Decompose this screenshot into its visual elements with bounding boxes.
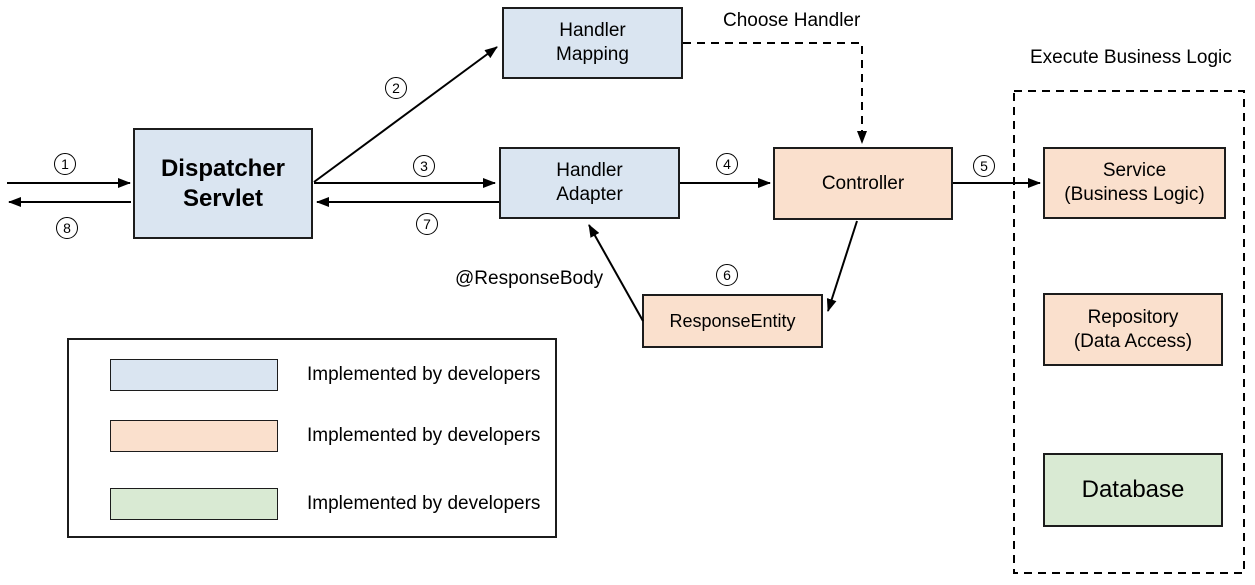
step-badge-2: 2 — [385, 77, 407, 99]
legend-swatch-orange — [110, 420, 278, 452]
response-body-label: @ResponseBody — [455, 268, 604, 289]
legend-label-orange: Implemented by developers — [307, 425, 541, 446]
legend-label-blue: Implemented by developers — [307, 364, 541, 385]
step-badge-5: 5 — [973, 155, 995, 177]
node-dispatcher-servlet: Dispatcher Servlet — [133, 128, 313, 239]
legend-label-green: Implemented by developers — [307, 493, 541, 514]
step-badge-6: 6 — [716, 264, 738, 286]
step-badge-1: 1 — [54, 153, 76, 175]
step-badge-4: 4 — [716, 153, 738, 175]
node-controller: Controller — [773, 147, 953, 220]
node-response-entity: ResponseEntity — [642, 294, 823, 348]
choose-handler-label: Choose Handler — [723, 10, 861, 31]
legend-swatch-blue — [110, 359, 278, 391]
arrow-step-2 — [313, 46, 498, 183]
arrow-choose-handler — [683, 42, 867, 144]
node-service: Service (Business Logic) — [1043, 147, 1226, 219]
node-handler-adapter: Handler Adapter — [499, 147, 680, 219]
step-badge-8: 8 — [56, 217, 78, 239]
node-repository: Repository (Data Access) — [1043, 293, 1223, 366]
execute-business-logic-label: Execute Business Logic — [1030, 47, 1232, 68]
legend-box: Implemented by developers Implemented by… — [67, 338, 557, 538]
step-badge-7: 7 — [416, 213, 438, 235]
node-handler-mapping: Handler Mapping — [502, 7, 683, 79]
node-database: Database — [1043, 453, 1223, 527]
legend-swatch-green — [110, 488, 278, 520]
arrow-controller-to-responseentity — [826, 220, 858, 312]
step-badge-3: 3 — [413, 155, 435, 177]
